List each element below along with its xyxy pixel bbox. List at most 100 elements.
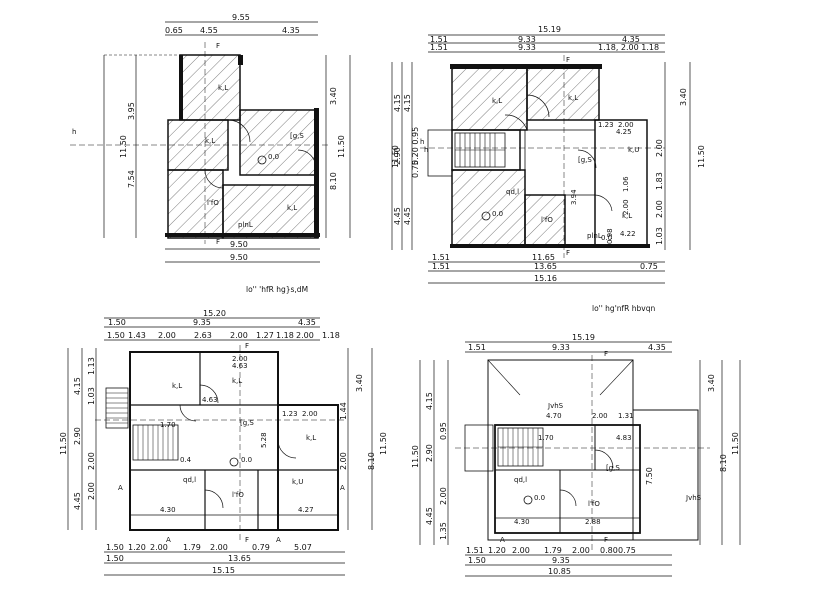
- plan-b-top-dim-5: 1.51: [430, 43, 448, 52]
- plan-d-level-marker: [523, 495, 533, 505]
- plan-c-marker-a4: A: [340, 484, 345, 492]
- plan-c-marker-a3: A: [276, 536, 281, 544]
- plan-b-top-dim-7: 1.18, 2.00 1.18: [598, 43, 659, 52]
- plan-a-column-mark: 0.0: [268, 153, 279, 161]
- plan-a-room-3: [g,S: [290, 132, 304, 140]
- plan-c-top-part-3: 4.35: [298, 318, 316, 327]
- plan-d-bottom-dim-6: 0.80: [600, 546, 618, 555]
- plan-a-top-part-1: 0.65: [165, 26, 183, 35]
- plan-b-bottom-dim-5: 0.75: [640, 262, 658, 271]
- plan-c-inner-dim-9: 5.28: [260, 432, 268, 448]
- plan-c-right-dim-2: 11.50: [379, 432, 388, 455]
- plan-c-left-dim-1: 11.50: [59, 432, 68, 455]
- plan-d-inner-dim-3: 1.31: [618, 412, 634, 420]
- plan-c-inner-dim-8: 2.00: [302, 410, 318, 418]
- plan-b-inner-dim-3: 4.25: [616, 128, 632, 136]
- plan-c-inner-dim-3: 2.00: [232, 355, 248, 363]
- plan-b-top-dim-4: 4.35: [622, 35, 640, 44]
- plan-c-top-detail-7: 1.18: [276, 331, 294, 340]
- plan-b-staircase: [427, 129, 506, 177]
- plan-c-left-dim-3: 2.90: [73, 427, 82, 445]
- plan-d-left-dim-1: 11.50: [411, 445, 420, 468]
- plan-b-bottom-dim-2: 11.65: [532, 253, 555, 262]
- plan-c-room-7: k,U: [292, 478, 303, 486]
- plan-d-left-dim-3: 2.90: [425, 444, 434, 462]
- plan-c-top-part-1: 1.50: [108, 318, 126, 327]
- plan-d-bottom-dim-3: 2.00: [512, 546, 530, 555]
- plan-d-top-dim-4: 4.35: [648, 343, 666, 352]
- plan-c-inner-dim-4: 1.70: [160, 421, 176, 429]
- plan-d-room-3: [g,S: [606, 464, 620, 472]
- plan-b-marker-left: h: [420, 138, 424, 146]
- plan-d-marker-top: F: [604, 350, 608, 358]
- plan-b-left-dim-1: 11.50: [391, 145, 400, 168]
- plan-d-bottom-dim-4: 1.79: [544, 546, 562, 555]
- plan-c-room-1: k,L: [172, 382, 182, 390]
- plan-b-level-2: 0.0: [601, 234, 612, 242]
- plan-c-left-dim-8: 2.00: [87, 482, 96, 500]
- plan-b-left-dim-3: 2.90: [393, 147, 402, 165]
- plan-c-left-dim-4: 4.45: [73, 492, 82, 510]
- plan-b-inner-dim-1: 1.23: [598, 121, 614, 129]
- plan-d-left-dim-2: 4.15: [425, 392, 434, 410]
- plan-a-top-part-2: 4.55: [200, 26, 218, 35]
- plan-b-room-7: k,L: [622, 212, 632, 220]
- plan-a-marker-top: F: [216, 42, 220, 50]
- plan-c-room-3: [g,S: [240, 419, 254, 427]
- plan-b-bottom-dim-3: 1.51: [432, 262, 450, 271]
- plan-d-right-dim-3: 8.10: [719, 454, 728, 472]
- plan-a: 9.55 0.65 4.55 4.35 11.50 3.95 7.54 3.40…: [70, 13, 351, 294]
- plan-d-inner-dim-2: 2.00: [592, 412, 608, 420]
- plan-a-right-part-2: 8.10: [329, 172, 338, 190]
- plan-b-level-marker: [481, 211, 491, 221]
- plan-b-left-dim-4: 4.45: [393, 207, 402, 225]
- plan-c-bottom-dim-6: 0.79: [252, 543, 270, 552]
- plan-d-top-dim-2: 1.51: [468, 343, 486, 352]
- plan-b-left-dim-8: 4.45: [403, 207, 412, 225]
- plan-a-room-6: plnL: [238, 221, 253, 229]
- plan-b-room-3: k,U: [628, 146, 639, 154]
- plan-d-bottom-dim-7: 0.75: [618, 546, 636, 555]
- plan-b-right-dim-6: 1.03: [655, 227, 664, 245]
- plan-c-bottom-dim-5: 2.00: [210, 543, 228, 552]
- plan-c-room-6: k,L: [306, 434, 316, 442]
- plan-d-bottom-dim-1: 1.51: [466, 546, 484, 555]
- plan-c-top-part-2: 9.35: [193, 318, 211, 327]
- plan-d-right-dim-2: 11.50: [731, 432, 740, 455]
- plan-a-marker-side: h: [72, 128, 76, 136]
- plan-a-caption: lo'' 'hfR hg}s,dM: [246, 285, 308, 294]
- plan-b-marker-bottom: F: [566, 249, 570, 257]
- plan-a-level-marker: [257, 155, 267, 165]
- plan-b-top-dim-2: 1.51: [430, 35, 448, 44]
- plan-c-level-2: 0.4: [180, 456, 192, 464]
- plan-a-top-part-3: 4.35: [282, 26, 300, 35]
- plan-a-left-total: 11.50: [119, 135, 128, 158]
- plan-a-bottom-dim-2: 9.50: [230, 253, 248, 262]
- plan-c-top-detail-3: 2.00: [158, 331, 176, 340]
- plan-c-marker-a2: A: [166, 536, 171, 544]
- plan-d-left-dim-7: 0.95: [439, 422, 448, 440]
- plan-b-level-1: 0.0: [492, 210, 503, 218]
- plan-d-room-5: qd,l: [514, 476, 527, 484]
- plan-d: 15.19 1.51 9.33 4.35 11.50 4.15 2.90 4.4…: [411, 333, 741, 577]
- plan-b-right-dim-5: 2.00: [655, 200, 664, 218]
- plan-d-left-dim-6: 2.00: [439, 487, 448, 505]
- plan-c-right-dim-5: 1.44: [339, 402, 348, 420]
- plan-d-bottom-dim-5: 2.00: [572, 546, 590, 555]
- plan-a-left-part-1: 3.95: [127, 102, 136, 120]
- plan-c-top-detail-1: 1.50: [107, 331, 125, 340]
- plan-a-room-1: k,L: [218, 84, 228, 92]
- plan-c-inner-dim-7: 1.23: [282, 410, 298, 418]
- plan-b-inner-dim-7: 1.06: [622, 176, 630, 192]
- plan-b-room-5: qd,l: [506, 188, 519, 196]
- plan-b-bottom-dim-6: 15.16: [534, 274, 557, 283]
- plan-b: 15.19 1.51 9.33 4.35 1.51 9.33 1.18, 2.0…: [391, 25, 706, 313]
- plan-c-bottom-dim-1: 1.50: [106, 543, 124, 552]
- plan-d-inner-dim-5: 4.83: [616, 434, 632, 442]
- plan-d-marker-a1: A: [500, 536, 505, 544]
- plan-c-left-dim-2: 4.15: [73, 377, 82, 395]
- plan-c-bottom-dim-3: 2.00: [150, 543, 168, 552]
- plan-c-inner-dim-5: 4.30: [160, 506, 176, 514]
- plan-d-bottom-dim-10: 10.85: [548, 567, 571, 576]
